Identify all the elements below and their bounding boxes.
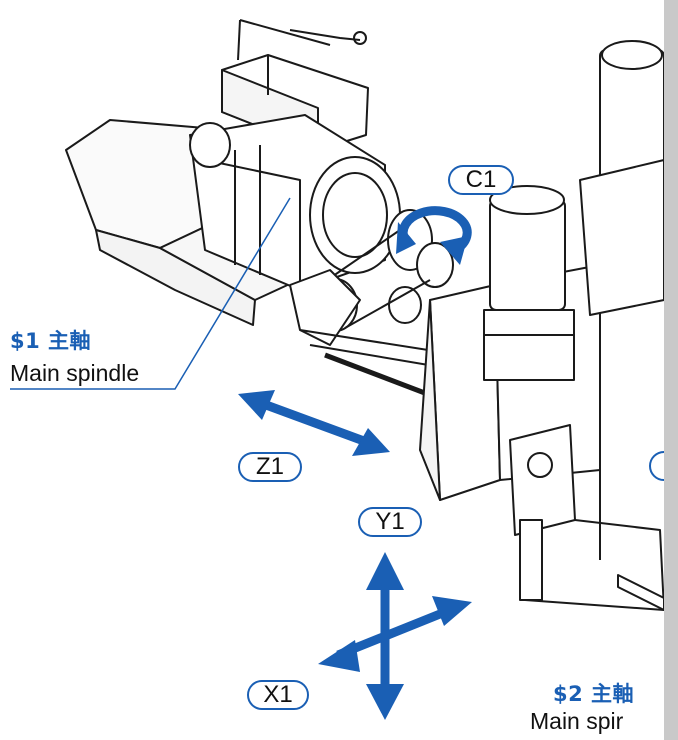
z1-axis-arrow — [238, 390, 390, 456]
spindle1-label-cn: $1 主軸 — [10, 329, 92, 353]
c1-axis-badge: C1 — [448, 165, 514, 195]
x1-axis-badge: X1 — [247, 680, 309, 710]
x1-axis-arrow — [318, 596, 472, 672]
spindle2-label-cn: $2 主軸 — [553, 682, 635, 706]
tool-holder — [509, 340, 665, 611]
z1-axis-badge: Z1 — [238, 452, 302, 482]
y1-axis-badge: Y1 — [358, 507, 422, 537]
rail-bar — [617, 574, 665, 611]
page-edge-strip — [664, 0, 678, 740]
c1-rotation-arrow — [396, 206, 472, 265]
lower-rail — [324, 352, 431, 398]
spindle1-label-en: Main spindle — [10, 360, 140, 386]
y1-servo-motor — [483, 185, 575, 381]
partial-axis-badge — [649, 451, 665, 481]
spindle2-label-en: Main spir — [530, 708, 624, 734]
upper-right-motor — [579, 40, 665, 316]
spindle1-leader — [10, 197, 291, 390]
